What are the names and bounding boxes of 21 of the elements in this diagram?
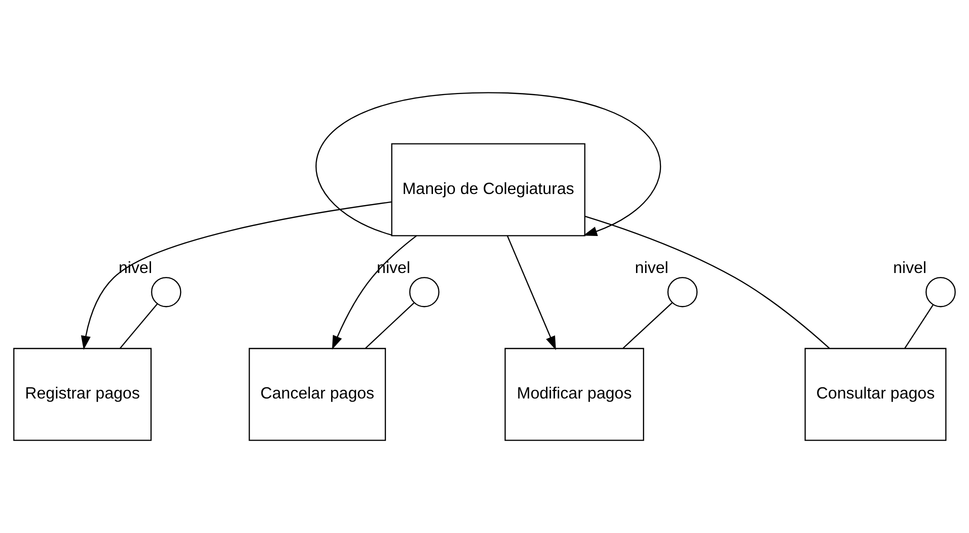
connector bbox=[904, 304, 934, 349]
connector bbox=[120, 304, 158, 349]
node-circle bbox=[409, 276, 440, 308]
connector bbox=[584, 216, 830, 349]
arrow bbox=[332, 235, 417, 350]
node-label: nivel bbox=[376, 259, 410, 278]
node-box: Cancelar pagos bbox=[248, 348, 386, 441]
node-circle bbox=[667, 276, 698, 308]
arrow bbox=[506, 236, 556, 350]
arrow bbox=[81, 201, 392, 350]
node-label: nivel bbox=[634, 259, 668, 278]
node-circle bbox=[926, 276, 956, 308]
arrow bbox=[316, 92, 661, 236]
node-box: Manejo de Colegiaturas bbox=[391, 143, 586, 236]
node-box: Modificar pagos bbox=[504, 348, 644, 441]
connector bbox=[365, 302, 414, 349]
node-box: Consultar pagos bbox=[804, 348, 946, 441]
node-circle bbox=[151, 276, 182, 308]
connector bbox=[622, 302, 672, 349]
node-box: Registrar pagos bbox=[13, 348, 152, 441]
node-label: nivel bbox=[893, 259, 927, 278]
